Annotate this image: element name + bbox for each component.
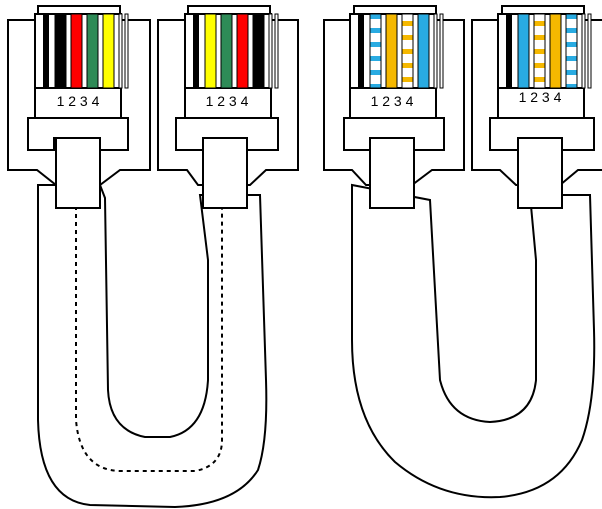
connector-latch [55, 137, 101, 209]
connector-frame-bar [358, 14, 364, 88]
pin-label: 1 2 3 4 [519, 89, 562, 105]
connector-latch [369, 137, 415, 209]
wire-blue [417, 13, 430, 89]
wire-green [86, 13, 99, 89]
pin-label: 1 2 3 4 [371, 93, 414, 109]
connector-frame-bar [506, 14, 512, 88]
connector-left-2: 1 2 3 4 [157, 5, 299, 209]
connector-latch [202, 137, 248, 209]
pin-label: 1 2 3 4 [206, 93, 249, 109]
wire-yellow [204, 13, 217, 89]
pin-label: 1 2 3 4 [57, 93, 100, 109]
contact-bar [268, 13, 273, 89]
cable-left-body [37, 184, 268, 509]
wire-black [252, 13, 265, 89]
contact-bar [587, 13, 592, 89]
wire-yellow [102, 13, 115, 89]
wire-orange [549, 13, 562, 89]
cable-left: 1 2 3 4 1 2 3 4 [7, 5, 299, 509]
wire-blue [517, 13, 530, 89]
cable-left-dashed-path [75, 206, 223, 472]
contact-bar [118, 13, 123, 89]
contact-bar [433, 13, 438, 89]
connector-latch [517, 137, 563, 209]
contact-bar [581, 13, 586, 89]
wire-white-blue [565, 13, 578, 89]
wire-red [236, 13, 249, 89]
wire-white-orange [533, 13, 546, 89]
connector-right-2: 1 2 3 4 [471, 5, 602, 209]
connector-pin-block [349, 87, 437, 119]
connector-right-1: 1 2 3 4 [323, 5, 465, 209]
connector-left-1: 1 2 3 4 [7, 5, 151, 209]
wire-green [220, 13, 233, 89]
cable-right-body [351, 183, 596, 499]
connector-frame-bar [193, 14, 199, 88]
cable-right: 1 2 3 4 1 2 3 4 [323, 5, 602, 499]
connector-frame-bar [43, 14, 49, 88]
wire-white-blue [369, 13, 382, 89]
wire-red [70, 13, 83, 89]
wire-black [54, 13, 67, 89]
contact-bar [274, 13, 279, 89]
wire-white-orange [401, 13, 414, 89]
connector-pin-block [34, 87, 122, 119]
wire-orange [385, 13, 398, 89]
contact-bar [439, 13, 444, 89]
connector-pin-block [184, 87, 272, 119]
contact-bar [124, 13, 129, 89]
